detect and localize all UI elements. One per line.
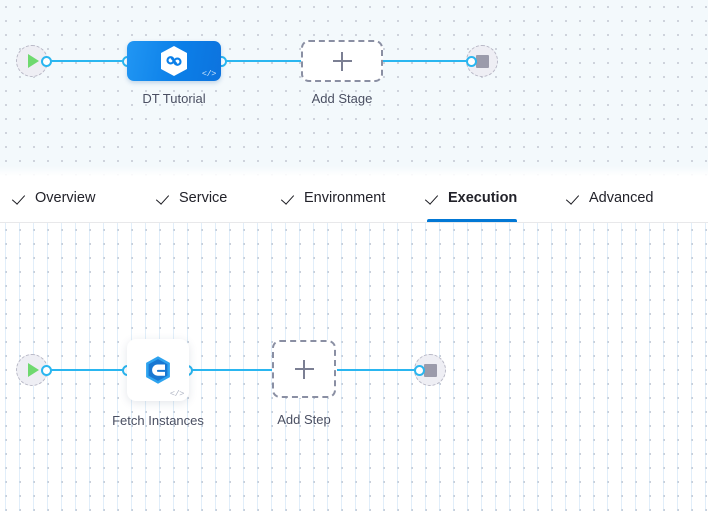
stop-icon xyxy=(423,363,437,377)
check-icon xyxy=(14,192,27,205)
stage-canvas[interactable]: </> DT Tutorial Add Stage xyxy=(0,0,708,176)
tab-environment[interactable]: Environment xyxy=(283,176,385,222)
edge-step-to-addstep xyxy=(188,369,273,371)
tab-advanced[interactable]: Advanced xyxy=(568,176,654,222)
tab-advanced-label: Advanced xyxy=(589,190,654,206)
plus-icon xyxy=(332,51,352,71)
tab-service-label: Service xyxy=(179,190,228,206)
tab-service[interactable]: Service xyxy=(158,176,227,222)
tab-overview[interactable]: Overview xyxy=(14,176,95,222)
edge-stage-to-addstage xyxy=(222,60,302,62)
code-view-icon[interactable]: </> xyxy=(201,69,217,79)
add-step-node[interactable] xyxy=(272,340,336,398)
execution-end-connector-dot[interactable] xyxy=(414,365,425,376)
add-stage-label: Add Stage xyxy=(311,91,373,106)
play-icon xyxy=(28,363,39,377)
edge-start-to-stage xyxy=(44,60,130,62)
stage-node-label: DT Tutorial xyxy=(142,91,206,106)
execution-steps-canvas[interactable]: </> Fetch Instances Add Step xyxy=(0,223,708,511)
play-icon xyxy=(28,54,39,68)
execution-start-connector-dot[interactable] xyxy=(41,365,52,376)
tab-environment-label: Environment xyxy=(304,190,386,206)
harness-hexagon-c-icon xyxy=(146,356,170,384)
step-node-fetch-instances[interactable]: </> xyxy=(127,339,189,401)
check-icon xyxy=(427,192,440,205)
start-node-connector-dot[interactable] xyxy=(41,56,52,67)
tab-overview-label: Overview xyxy=(35,190,96,206)
tab-execution-label: Execution xyxy=(448,190,518,206)
add-step-label: Add Step xyxy=(277,412,331,427)
plus-icon xyxy=(294,359,314,379)
code-view-icon[interactable]: </> xyxy=(169,389,185,399)
check-icon xyxy=(568,192,581,205)
tab-active-underline xyxy=(427,219,518,222)
stage-config-tabs: Overview Service Environment Execution A… xyxy=(0,176,708,223)
harness-hexagon-infinity-icon xyxy=(161,46,187,76)
tab-execution[interactable]: Execution xyxy=(427,176,518,222)
edge-start-to-step xyxy=(44,369,140,371)
end-node-connector-dot[interactable] xyxy=(466,56,477,67)
check-icon xyxy=(158,192,171,205)
edge-addstage-to-end xyxy=(382,60,472,62)
add-stage-node[interactable] xyxy=(301,40,383,82)
step-node-label: Fetch Instances xyxy=(112,413,204,428)
edge-addstep-to-end xyxy=(337,369,420,371)
stage-node-dt-tutorial[interactable]: </> xyxy=(127,41,221,81)
check-icon xyxy=(283,192,296,205)
stop-icon xyxy=(475,54,489,68)
